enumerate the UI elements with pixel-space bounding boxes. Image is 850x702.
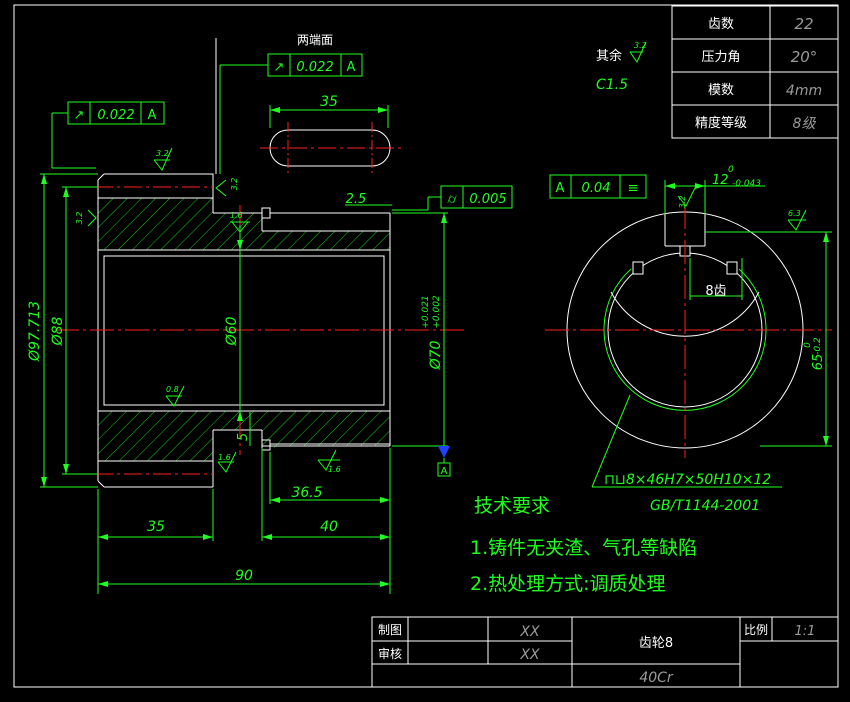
dim-h65: 65 — [811, 354, 826, 371]
roughness-6: 1.6 — [218, 453, 231, 462]
left-annot-tol: 0.022 — [97, 108, 134, 123]
tech-line-1: 1.铸件无夹渣、气孔等缺陷 — [470, 537, 697, 559]
param-label-module: 模数 — [708, 83, 734, 98]
dim-d88: Ø88 — [50, 316, 66, 346]
tb-material: 40Cr — [639, 670, 674, 686]
dim-d70: Ø70 — [428, 340, 444, 370]
dim-5: 5 — [236, 433, 251, 441]
title-block: 制图 审核 XX XX 齿轮8 比例 1:1 40Cr — [371, 616, 839, 688]
dim-spline-width: 8齿 — [705, 284, 726, 299]
roughness-8: 3.2 — [678, 196, 687, 209]
dim-key-width: 12 — [712, 173, 729, 188]
param-label-teeth: 齿数 — [708, 17, 734, 32]
left-annot-symbol: ↗ — [74, 108, 85, 123]
tb-scale: 1:1 — [795, 624, 816, 639]
tech-requirements: 技术要求 1.铸件无夹渣、气孔等缺陷 2.热处理方式:调质处理 — [470, 495, 697, 595]
front-section-view — [55, 173, 468, 488]
dim-35: 35 — [147, 519, 165, 535]
length-dimensions: 36.5 40 35 90 — [97, 448, 391, 594]
side-view: 8齿 12 0 -0.043 A 0.04 ≡ 3.2 6.3 65 0 -0.… — [545, 165, 832, 514]
param-value-teeth: 22 — [794, 15, 813, 33]
gdt-top-runout: 两端面 ↗ 0.022 A — [215, 33, 363, 174]
top-annot-symbol: ↗ — [274, 60, 285, 75]
param-value-pressure-angle: 20° — [791, 48, 818, 66]
other-label: 其余 — [596, 48, 622, 64]
tb-drawn-label: 制图 — [378, 623, 402, 637]
top-annot-label: 两端面 — [297, 33, 333, 47]
roughness-2: 3.2 — [230, 178, 239, 191]
tb-scale-label: 比例 — [744, 623, 768, 637]
keyway-slot-view: 35 — [260, 94, 404, 174]
cyl-symbol: ⌭ — [447, 192, 457, 207]
tech-line-2: 2.热处理方式:调质处理 — [470, 573, 666, 595]
roughness-5: 0.8 — [166, 385, 179, 394]
roughness-3: 3.2 — [75, 212, 84, 225]
dim-d97: Ø97.713 — [27, 301, 43, 362]
dim-90: 90 — [235, 568, 253, 584]
param-value-module: 4mm — [786, 83, 822, 99]
tb-checked-label: 审核 — [378, 646, 402, 661]
dim-h65-lower: -0.2 — [813, 337, 823, 355]
gdt-cylindricity: ⌭ 0.005 2.5 — [345, 185, 513, 211]
dim-d70-lower: +0.002 — [432, 295, 442, 329]
dim-d70-upper: +0.021 — [421, 295, 431, 328]
roughness-9: 6.3 — [788, 209, 801, 218]
top-annot-datum: A — [347, 60, 356, 75]
param-label-pressure-angle: 压力角 — [701, 50, 740, 65]
dim-40: 40 — [320, 519, 338, 535]
tech-title: 技术要求 — [474, 495, 550, 517]
gdt-left-runout: ↗ 0.022 A — [51, 101, 165, 169]
chamfer-note: C1.5 — [596, 77, 628, 93]
dim-d60: Ø60 — [224, 316, 240, 346]
tb-checked-by: XX — [519, 647, 540, 663]
dim-h65-upper: 0 — [803, 342, 813, 348]
tb-part-name: 齿轮8 — [639, 636, 673, 651]
roughness-marks: 3.2 3.2 3.2 1.6 0.8 1.6 1.6 — [75, 147, 341, 474]
left-annot-datum: A — [148, 108, 157, 123]
sym-datum: A — [556, 181, 565, 196]
general-notes: 其余 3.2 C1.5 — [596, 41, 647, 93]
dim-key-upper: 0 — [728, 165, 734, 175]
diameter-dimensions: Ø97.713 Ø88 Ø60 Ø70 +0.021 +0.002 A 5 — [27, 173, 451, 488]
roughness-1: 3.2 — [156, 149, 169, 158]
cyl-tol: 0.005 — [469, 192, 506, 207]
param-label-accuracy: 精度等级 — [695, 115, 747, 131]
spline-std: GB/T1144-2001 — [650, 498, 760, 514]
param-value-accuracy: 8级 — [793, 116, 817, 132]
dim-36-5: 36.5 — [291, 485, 322, 501]
roughness-4: 1.6 — [230, 211, 243, 220]
tb-drawn-by: XX — [519, 624, 540, 640]
top-annot-tol: 0.022 — [296, 60, 333, 75]
dim-2-5: 2.5 — [346, 192, 367, 207]
sym-symbol: ≡ — [628, 181, 639, 196]
sym-tol: 0.04 — [582, 181, 611, 196]
datum-a-tag: A — [441, 466, 448, 477]
other-roughness: 3.2 — [634, 41, 647, 50]
drawing-border — [13, 4, 839, 688]
dim-key-lower: -0.043 — [732, 179, 761, 189]
spline-spec: ⊓⊔8×46H7×50H10×12 — [604, 472, 771, 488]
gear-param-table: 齿数 22 压力角 20° 模数 4mm 精度等级 8级 — [671, 5, 839, 139]
dim-slot-length: 35 — [320, 94, 338, 110]
roughness-7: 1.6 — [328, 465, 341, 474]
